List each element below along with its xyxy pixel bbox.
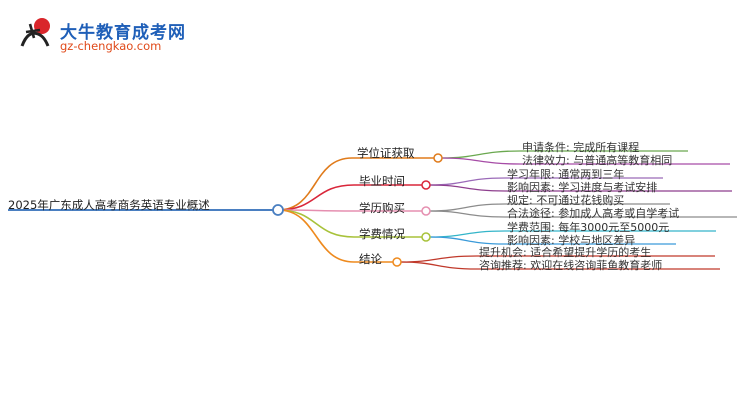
leaf-connector <box>429 236 506 245</box>
leaf-connector <box>429 203 506 212</box>
leaf-connector <box>429 230 506 238</box>
branch-connector <box>277 209 355 238</box>
branch-label-purchase: 学历购买 <box>359 201 405 215</box>
root-node-marker <box>272 204 284 216</box>
leaf-connector <box>429 184 506 192</box>
leaf-label: 影响因素: 学习进度与考试安排 <box>507 181 658 194</box>
bull-logo-icon <box>20 18 50 47</box>
branch-connector <box>277 209 355 263</box>
branch-label-graduation: 毕业时间 <box>359 174 405 188</box>
leaf-label: 影响因素: 学校与地区差异 <box>507 234 636 247</box>
leaf-connector <box>400 261 478 270</box>
branch-node-marker <box>433 153 443 163</box>
branch-node-marker <box>421 232 431 242</box>
branch-label-conclusion: 结论 <box>359 252 382 266</box>
branch-label-tuition: 学费情况 <box>359 227 405 241</box>
branch-node-marker <box>392 257 402 267</box>
leaf-connector <box>441 150 521 159</box>
leaf-connector <box>429 177 506 186</box>
leaf-label: 提升机会: 适合希望提升学历的考生 <box>479 246 652 259</box>
leaf-label: 合法途径: 参加成人高考或自学考试 <box>507 207 680 220</box>
branch-connector <box>277 157 353 211</box>
leaf-connector <box>441 157 521 165</box>
site-name: 大牛教育成考网 <box>60 23 186 43</box>
leaf-label: 学费范围: 每年3000元至5000元 <box>507 221 670 234</box>
mindmap-edges <box>8 150 737 270</box>
mindmap-nodes <box>272 153 443 267</box>
leaf-label: 申请条件: 完成所有课程 <box>522 141 640 154</box>
leaf-connector <box>429 210 506 218</box>
branch-label-degree: 学位证获取 <box>357 146 415 160</box>
branch-connector <box>277 184 355 211</box>
root-node-label: 2025年广东成人高考商务英语专业概述 <box>8 198 210 212</box>
leaf-label: 法律效力: 与普通高等教育相同 <box>522 154 673 167</box>
leaf-label: 咨询推荐: 欢迎在线咨询菲鱼教育老师 <box>479 259 663 272</box>
leaf-label: 学习年限: 通常两到三年 <box>507 168 625 181</box>
branch-node-marker <box>421 206 431 216</box>
site-url: gz-chengkao.com <box>60 39 162 53</box>
branch-node-marker <box>421 180 431 190</box>
leaf-connector <box>400 255 478 263</box>
leaf-label: 规定: 不可通过花钱购买 <box>507 194 625 207</box>
site-logo[interactable]: 大牛教育成考网 gz-chengkao.com <box>18 16 218 56</box>
